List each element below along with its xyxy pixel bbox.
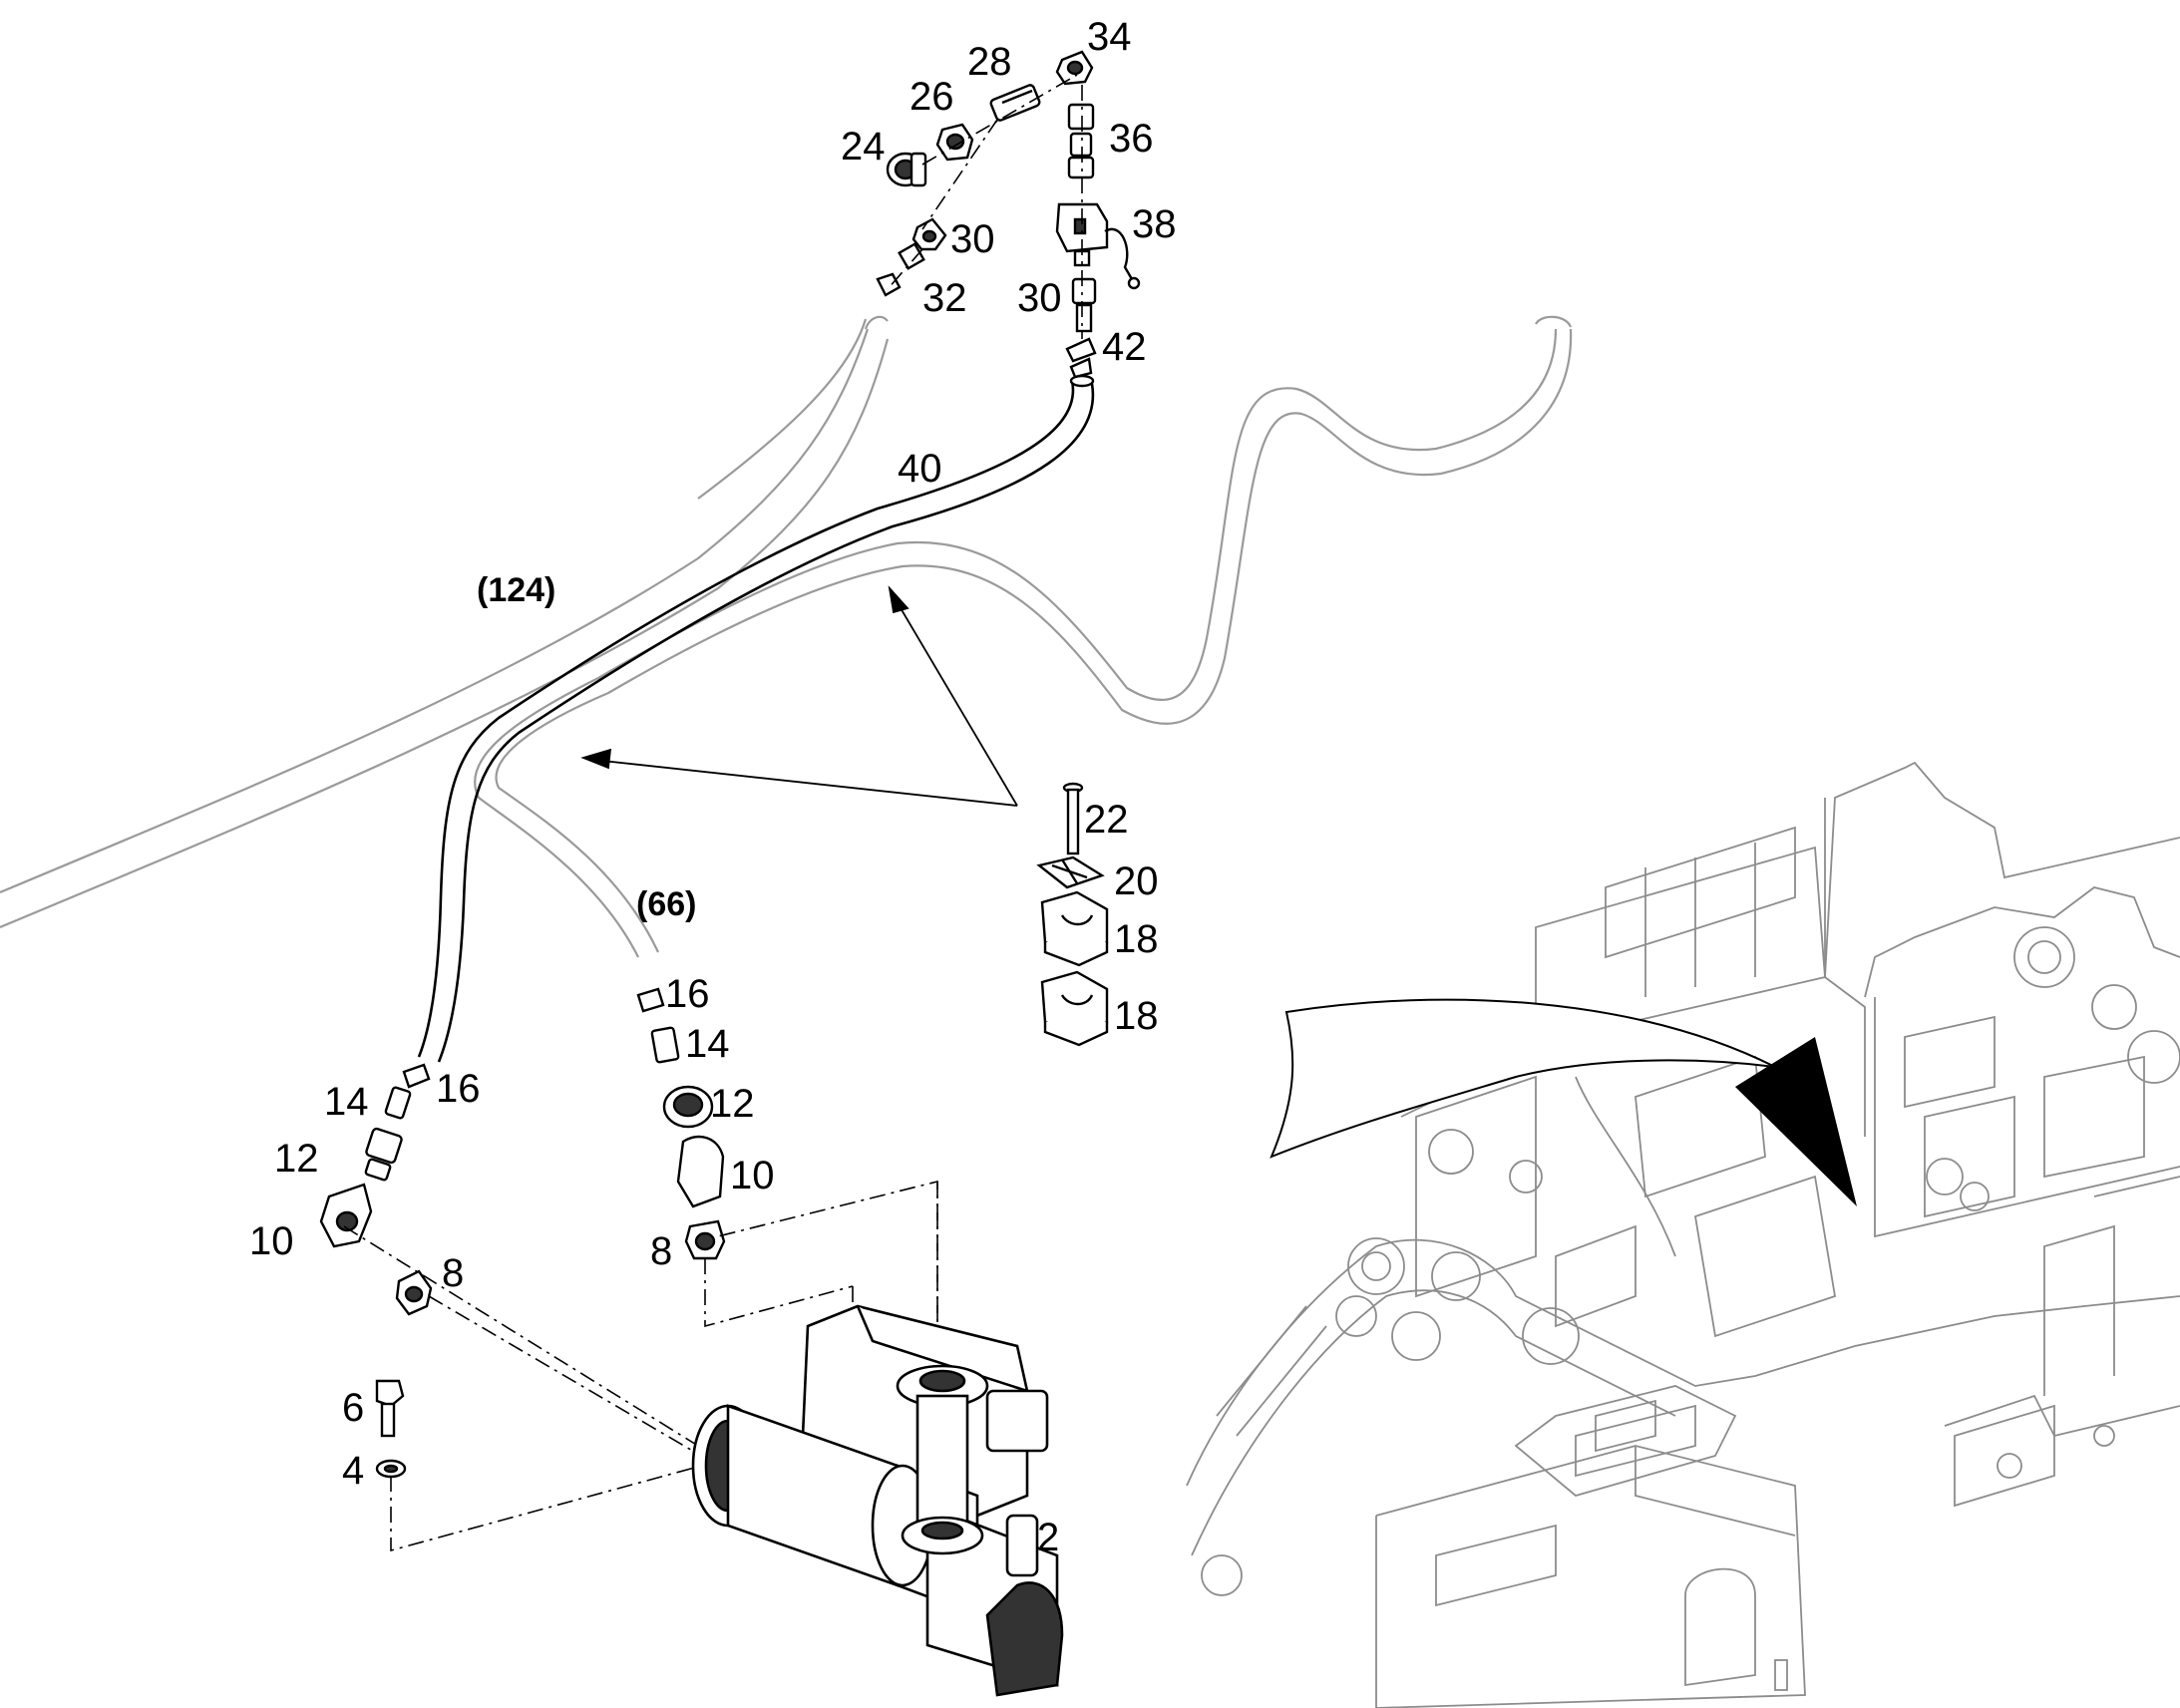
part-18-clamp-lower [1040,970,1109,1047]
callout-26: 26 [909,75,954,119]
part-18-clamp-upper [1040,890,1109,967]
clamp-stack [1036,782,1109,1047]
callout-24: 24 [841,125,886,169]
part-14-nipple-left [384,1086,412,1120]
callout-42: 42 [1102,325,1147,369]
callout-18-upper: 18 [1114,917,1159,961]
leader-arrows [580,585,1018,807]
callout-36: 36 [1109,117,1154,161]
part-28-adaptor [989,84,1041,122]
ghost-hose-66 [474,315,1573,958]
callout-labels: 2 4 6 8 8 10 10 12 12 14 14 16 16 18 18 … [249,15,1177,1559]
callout-32: 32 [922,276,967,320]
part-20-plate [1036,855,1105,889]
callout-6: 6 [342,1386,364,1430]
part-38-valve [1055,202,1141,290]
callout-8-mid: 8 [650,1229,672,1273]
part-42-clamp [1065,337,1097,379]
part-30-fitting-left [898,217,947,270]
callout-18-lower: 18 [1114,994,1159,1038]
part-10-elbow-mid [676,1135,725,1208]
ghost-hose-32 [697,318,868,500]
callout-40: 40 [898,447,942,491]
part-12-nut-left [364,1127,403,1182]
callout-16-mid: 16 [665,972,710,1016]
fitting-stack-middle [636,987,726,1260]
callout-28: 28 [967,40,1012,84]
part-10-elbow-left [319,1183,373,1248]
callout-22: 22 [1084,798,1129,842]
part-4-washer [375,1459,407,1479]
callout-30-left: 30 [950,217,995,261]
callout-8-left: 8 [442,1251,464,1295]
part-30-fitting-right [1071,277,1097,333]
part-24-plug [886,152,927,187]
part-34-elbow [1055,50,1094,86]
part-14-nipple-mid [650,1026,680,1064]
callout-20: 20 [1114,859,1159,903]
part-32-clamp [876,272,902,297]
part-6-bolt [375,1379,405,1438]
hose-40 [417,380,1095,1063]
view-indicator [1270,998,1857,1206]
callout-12-left: 12 [274,1137,319,1181]
part-12-nut-mid [662,1085,714,1129]
part-22-screw [1062,782,1084,855]
reference-66: (66) [636,885,696,923]
ghost-hose-124 [0,315,890,929]
part-26-nut [935,123,974,162]
callout-4: 4 [342,1449,364,1493]
part-16-clamp-mid [636,987,665,1013]
callout-16-left: 16 [436,1067,481,1111]
view-indicator-arrowhead [1735,1037,1857,1206]
part-8-adapter-left [395,1269,433,1316]
callout-2: 2 [1037,1516,1059,1559]
part-16-clamp-left [402,1063,431,1089]
reference-124: (124) [477,571,555,609]
callout-38: 38 [1132,202,1177,246]
fitting-cluster-top [876,50,1141,379]
part-8-adapter-mid [684,1219,726,1260]
callout-14-left: 14 [324,1080,369,1124]
callout-12-mid: 12 [710,1082,755,1126]
callout-10-mid: 10 [730,1154,775,1197]
callout-14-mid: 14 [685,1022,730,1066]
assembly-lines-top [887,74,1083,339]
callout-34: 34 [1087,15,1132,59]
machine-frame [1186,761,2180,1708]
callout-30-right: 30 [1017,276,1062,320]
part-2-pump [691,1304,1064,1697]
fitting-stack-left [319,1063,433,1479]
callout-10-left: 10 [249,1219,294,1263]
part-36-union [1067,103,1095,179]
